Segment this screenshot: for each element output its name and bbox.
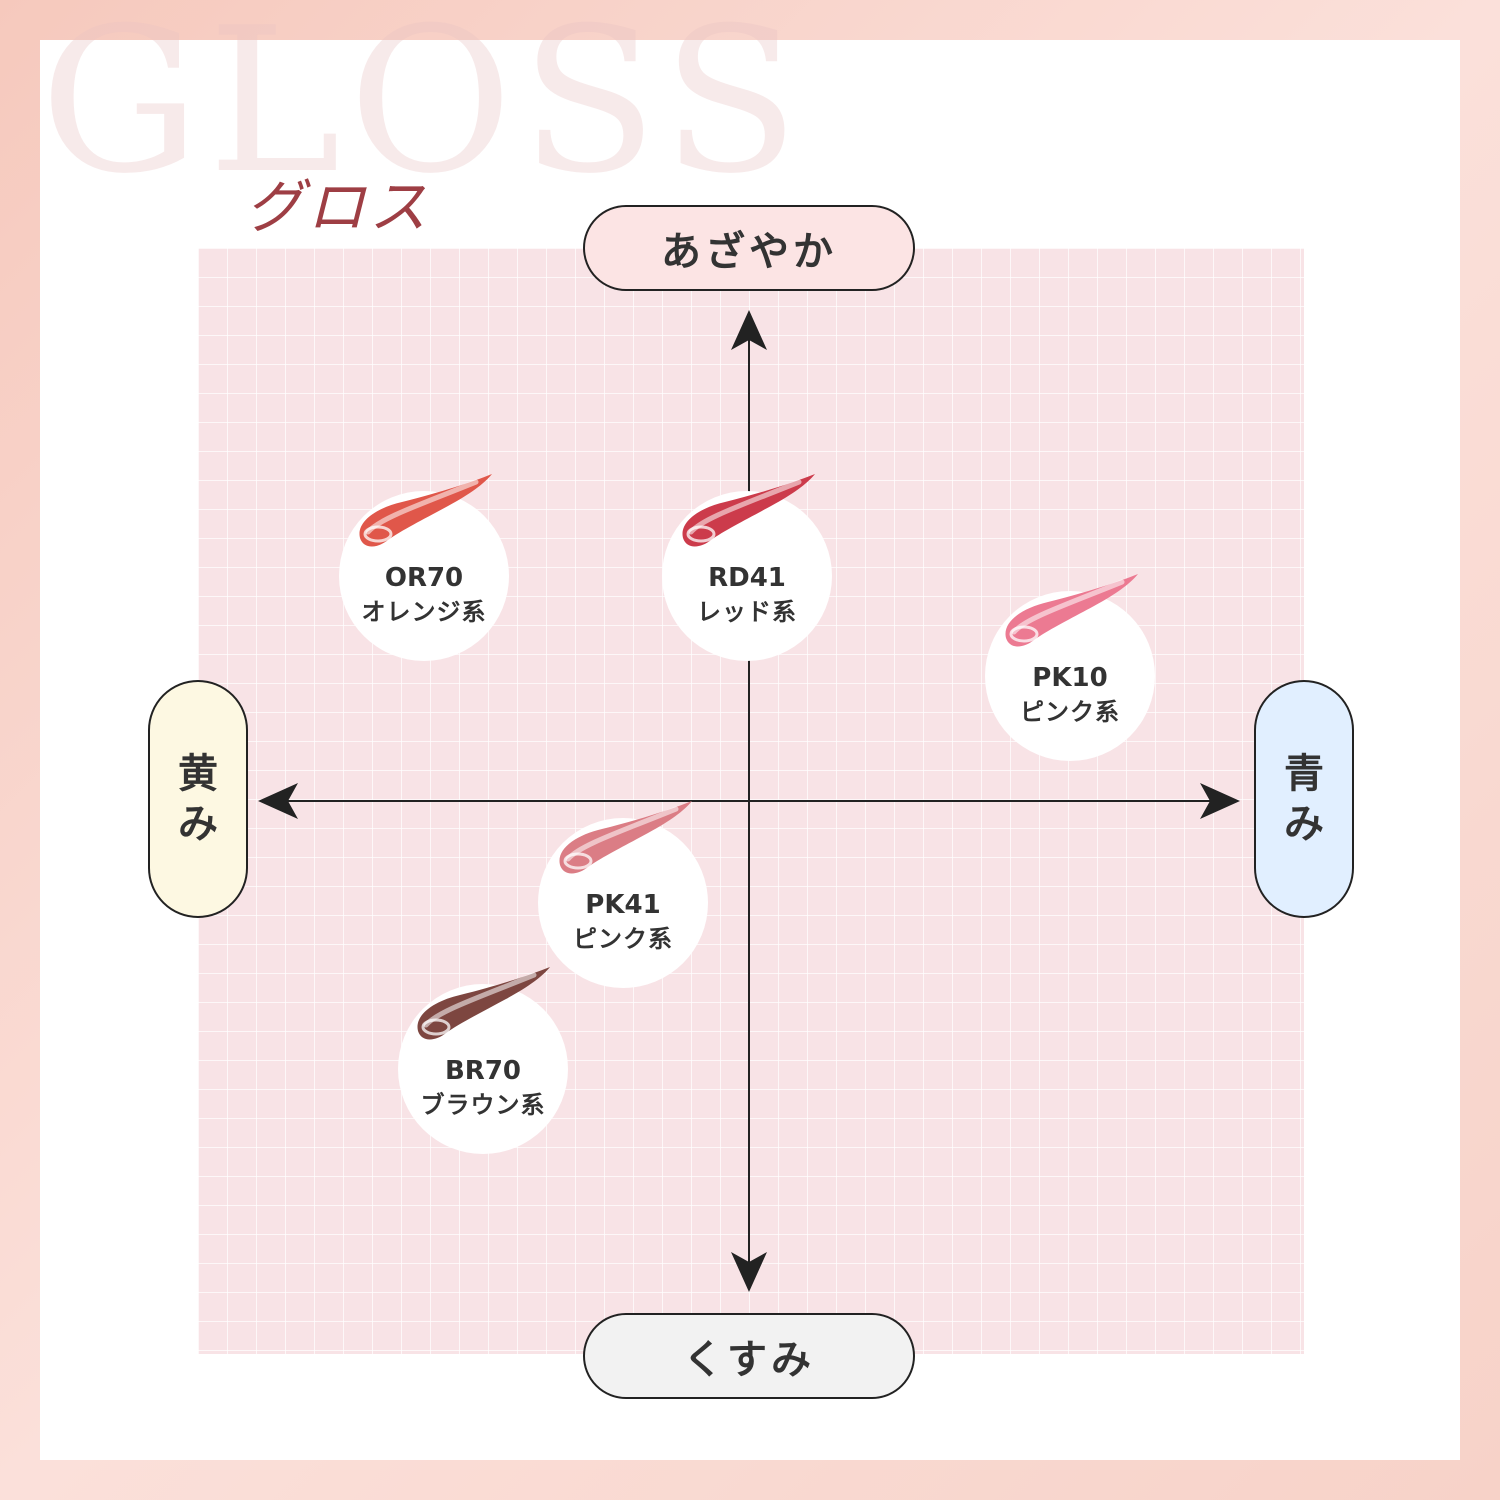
page-title: グロス [245,173,432,241]
axis-label-yellowish-char-1: 黄 [178,751,218,797]
gloss-swatch-icon [559,801,692,874]
arrow-head-left [258,783,298,819]
arrow-head-right [1200,783,1240,819]
shade-code: RD41 [708,563,786,593]
shade-type: ブラウン系 [420,1091,546,1119]
shade-type: オレンジ系 [361,598,487,626]
arrow-head-down [731,1252,767,1292]
gloss-swatch-icon [417,967,550,1040]
axis-label-muted: くすみ [583,1313,915,1399]
axis-label-bluish: 青 み [1254,680,1354,918]
shade-type: ピンク系 [573,925,673,953]
axis-label-yellowish: 黄 み [148,680,248,918]
shade-code: BR70 [444,1056,522,1086]
axis-label-bluish-char-1: 青 [1284,751,1324,797]
shade-code: PK41 [585,890,661,920]
gloss-swatch-icon [1005,574,1138,647]
gloss-swatch-icon [682,474,815,547]
axis-label-yellowish-char-2: み [178,801,218,847]
shade-code: OR70 [384,563,464,593]
axis-label-bluish-char-2: み [1284,801,1324,847]
axis-label-vivid: あざやか [583,205,915,291]
shade-type: ピンク系 [1020,698,1120,726]
gloss-swatch-icon [359,474,492,547]
shade-type: レッド系 [697,598,797,626]
watermark-text: GLOSS [40,0,808,218]
arrow-head-up [731,310,767,350]
shade-code: PK10 [1032,663,1108,693]
